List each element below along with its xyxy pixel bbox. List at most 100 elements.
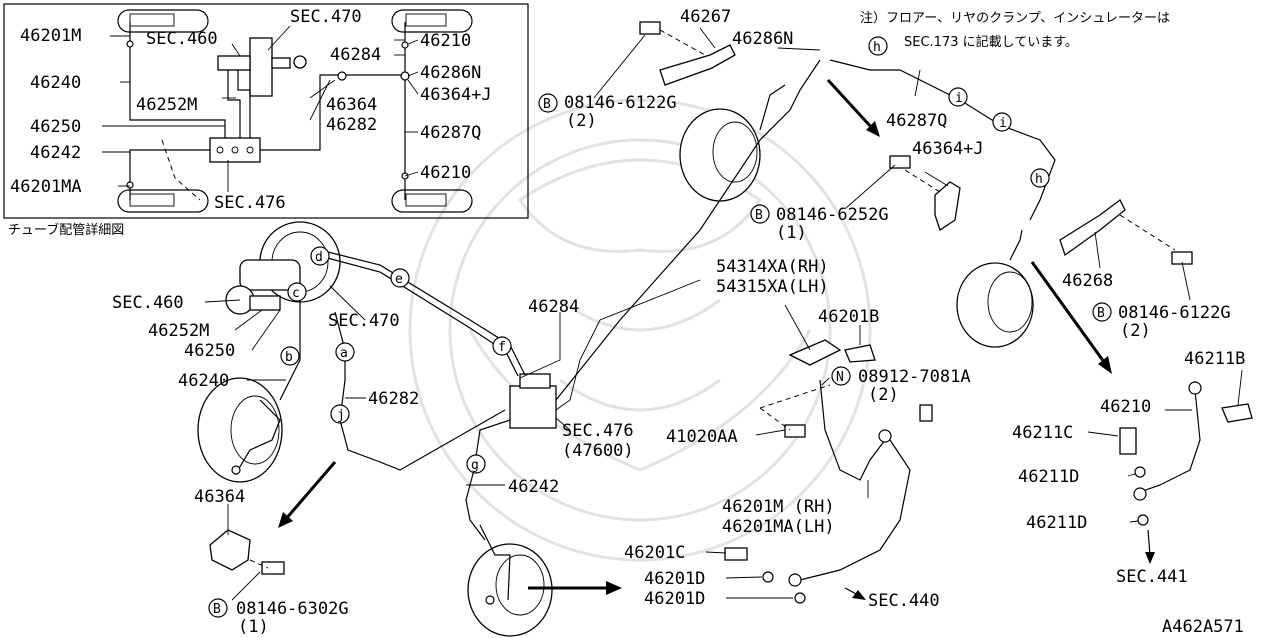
bolt-08146-6122G-top [639,21,661,35]
svg-text:08912-7081A: 08912-7081A [858,367,971,387]
inset-master-cylinder [217,37,307,97]
label-46201C: 46201C [624,543,685,563]
svg-text:b: b [285,350,293,365]
hose-46201M [788,379,911,587]
label-46201B: 46201B [818,307,879,327]
clip-46364J [934,181,961,232]
svg-text:j: j [337,408,345,423]
inset-label-46240: 46240 [30,73,81,93]
inset-bracket-fr [391,9,473,33]
label-sec470: SEC.470 [328,311,400,331]
label-sec441: SEC.441 [1116,567,1188,587]
svg-text:e: e [395,272,403,287]
inset-bracket-rr [391,189,473,213]
label-46284: 46284 [528,297,579,317]
abs-actuator [509,373,557,429]
callout-d: d [310,246,330,266]
arrow-to-46364 [278,461,337,528]
label-54314XA: 54314XA(RH) [716,257,829,277]
hose-46210 [1133,381,1202,501]
callout-j: j [330,404,350,424]
label-46252M: 46252M [148,321,209,341]
svg-text:08146-6252G: 08146-6252G [776,205,889,225]
svg-text:(1): (1) [238,617,269,637]
svg-text:(2): (2) [868,385,899,405]
callout-i-2: i [992,112,1012,132]
svg-text:08146-6122G: 08146-6122G [1118,303,1231,323]
svg-text:a: a [340,346,348,361]
svg-text:h: h [873,40,881,55]
svg-text:B: B [1097,306,1105,321]
inset-label-sec460: SEC.460 [146,29,218,49]
arrow-sec440 [844,587,866,600]
bolt-46201C [724,547,748,561]
svg-text:B: B [543,97,551,112]
label-sec440: SEC.440 [868,591,940,611]
callout-g: g [466,454,486,474]
master-cylinder-assembly [225,221,341,315]
inset-bracket-rl [117,189,209,213]
arrow-to-46364J [826,78,880,137]
rear-left-brake-assembly [467,524,553,637]
clip-46201B [844,344,876,363]
label-bolt-6122G-top: B 08146-6122G (2) [538,93,677,131]
svg-text:08146-6302G: 08146-6302G [236,599,349,619]
piping-detail-inset: 46201M SEC.470 SEC.460 46240 46252M 4625… [3,3,529,219]
washer-46201D-2 [794,592,806,604]
inset-label-46364: 46364 [326,95,377,115]
label-46242: 46242 [508,477,559,497]
label-46286N: 46286N [732,29,793,49]
svg-text:d: d [315,250,323,265]
label-sec476-sub: (47600) [562,441,634,461]
svg-text:B: B [213,602,221,617]
label-46268: 46268 [1062,271,1113,291]
label-46201D-1: 46201D [644,569,705,589]
diagram-code: A462A571 [1162,617,1244,637]
clip-46268 [1059,199,1126,257]
arrow-to-46210 [1030,261,1112,374]
svg-text:i: i [955,91,963,106]
svg-text:B: B [755,208,763,223]
callout-c: c [287,282,307,302]
callout-a: a [335,342,355,362]
label-sec460: SEC.460 [112,293,184,313]
label-46210: 46210 [1100,397,1151,417]
callout-b: b [280,346,300,366]
label-46201M-rh: 46201M (RH) [722,497,835,517]
label-46211C: 46211C [1012,423,1073,443]
bracket-54314XA [788,339,842,366]
bolt-46211C [1119,427,1137,455]
label-bolt-6122G-right: B 08146-6122G (2) [1092,302,1231,341]
rear-right-brake-assembly [956,229,1034,348]
inset-label-46287Q: 46287Q [420,123,481,143]
svg-text:i: i [999,116,1007,131]
note-line-2: SEC.173 に記載しています。 [904,34,1078,50]
label-46211B: 46211B [1184,349,1245,369]
inset-abs-unit [209,137,261,163]
clip-46267 [659,44,736,86]
inset-label-46201MA: 46201MA [10,177,82,197]
note-line-1: 注）フロアー、リヤのクランプ、インシュレーターは [860,11,1170,26]
label-46364: 46364 [194,487,245,507]
inset-label-sec476: SEC.476 [214,193,286,213]
front-right-brake-assembly [679,84,786,202]
callout-h-top: h [868,36,888,56]
label-46282: 46282 [368,389,419,409]
label-46240: 46240 [178,371,229,391]
callout-e: e [390,268,410,288]
svg-text:f: f [498,340,506,355]
label-41020AA: 41020AA [666,427,738,447]
inset-label-46282: 46282 [326,115,377,135]
svg-text:(2): (2) [566,111,597,131]
label-bolt-6302G: B 08146-6302G (1) [208,598,349,637]
bolt-41020AA [784,424,806,438]
inset-label-46210-top: 46210 [420,31,471,51]
callout-f: f [492,336,512,356]
inset-label-46364J: 46364+J [420,85,492,105]
svg-text:(2): (2) [1120,321,1151,341]
label-46211D-2: 46211D [1026,513,1087,533]
washer-46211D-2 [1137,514,1149,526]
washer-46201D-1 [762,571,774,583]
label-46201D-2: 46201D [644,589,705,609]
